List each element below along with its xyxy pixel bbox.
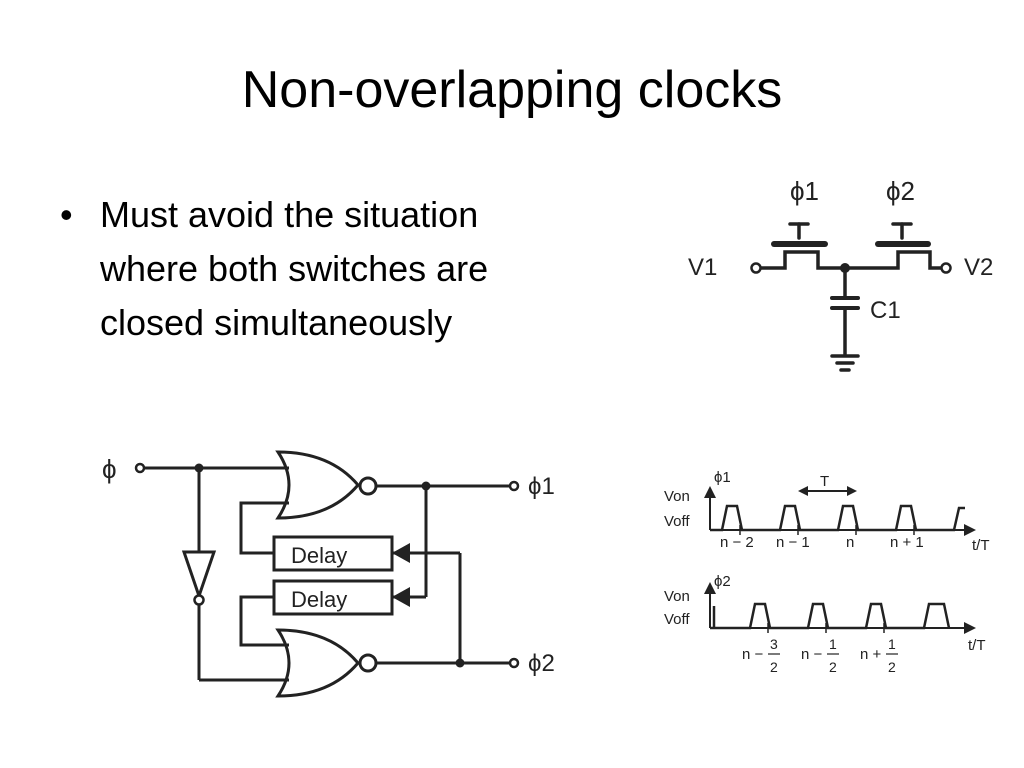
- delay-box-top: [272, 535, 394, 572]
- axis-label-top: t/T: [972, 537, 990, 554]
- c1-label: C1: [870, 297, 901, 324]
- voff-label-top: Voff: [664, 513, 690, 530]
- phi2-label: ϕ2: [886, 176, 915, 206]
- v2-terminal: [940, 262, 952, 274]
- phi1-output-label: ϕ1: [528, 473, 555, 500]
- bullet-marker: •: [60, 194, 73, 235]
- tick-label-den: 2: [829, 659, 837, 675]
- nor-gate-top: [275, 450, 360, 520]
- tick-label-prefix: n +: [860, 646, 882, 663]
- tick-label-num: 1: [829, 636, 837, 652]
- phi1-waveform: [710, 504, 965, 532]
- tick-label-num: 1: [888, 636, 896, 652]
- v2-label: V2: [964, 254, 993, 281]
- phi2-output-label: ϕ2: [528, 650, 555, 677]
- von-label-top: Von: [664, 488, 690, 505]
- bullet-text: Must avoid the situation where both swit…: [100, 194, 489, 343]
- tick-label: n − 2: [720, 534, 754, 551]
- period-label: T: [820, 473, 829, 490]
- tick-label-prefix: n −: [801, 646, 823, 663]
- tick-label: n + 1: [890, 534, 924, 551]
- delay-box-bottom: [272, 579, 394, 616]
- slide-title: Non-overlapping clocks: [241, 61, 783, 119]
- voff-label-bottom: Voff: [664, 611, 690, 628]
- tick-label-den: 2: [888, 659, 896, 675]
- delay-label-bottom: Delay: [291, 587, 347, 612]
- phi2-wave-label: ϕ2: [714, 573, 731, 590]
- axis-label-bottom: t/T: [968, 637, 986, 654]
- phi1-wave-label: ϕ1: [714, 469, 731, 486]
- v1-label: V1: [688, 254, 717, 281]
- inverter-symbol: [181, 550, 217, 601]
- phi1-label: ϕ1: [790, 176, 819, 206]
- tick-label: n: [846, 534, 854, 551]
- phi-input-label: ϕ: [102, 454, 117, 484]
- phi2-waveform: [710, 602, 951, 630]
- tick-label-prefix: n −: [742, 646, 764, 663]
- junction-dot: [840, 263, 850, 273]
- tick-label-den: 2: [770, 659, 778, 675]
- delay-label-top: Delay: [291, 543, 347, 568]
- von-label-bottom: Von: [664, 588, 690, 605]
- tick-label-num: 3: [770, 636, 778, 652]
- tick-label: n − 1: [776, 534, 810, 551]
- nor-gate-bottom: [275, 628, 360, 698]
- v1-terminal: [750, 262, 762, 274]
